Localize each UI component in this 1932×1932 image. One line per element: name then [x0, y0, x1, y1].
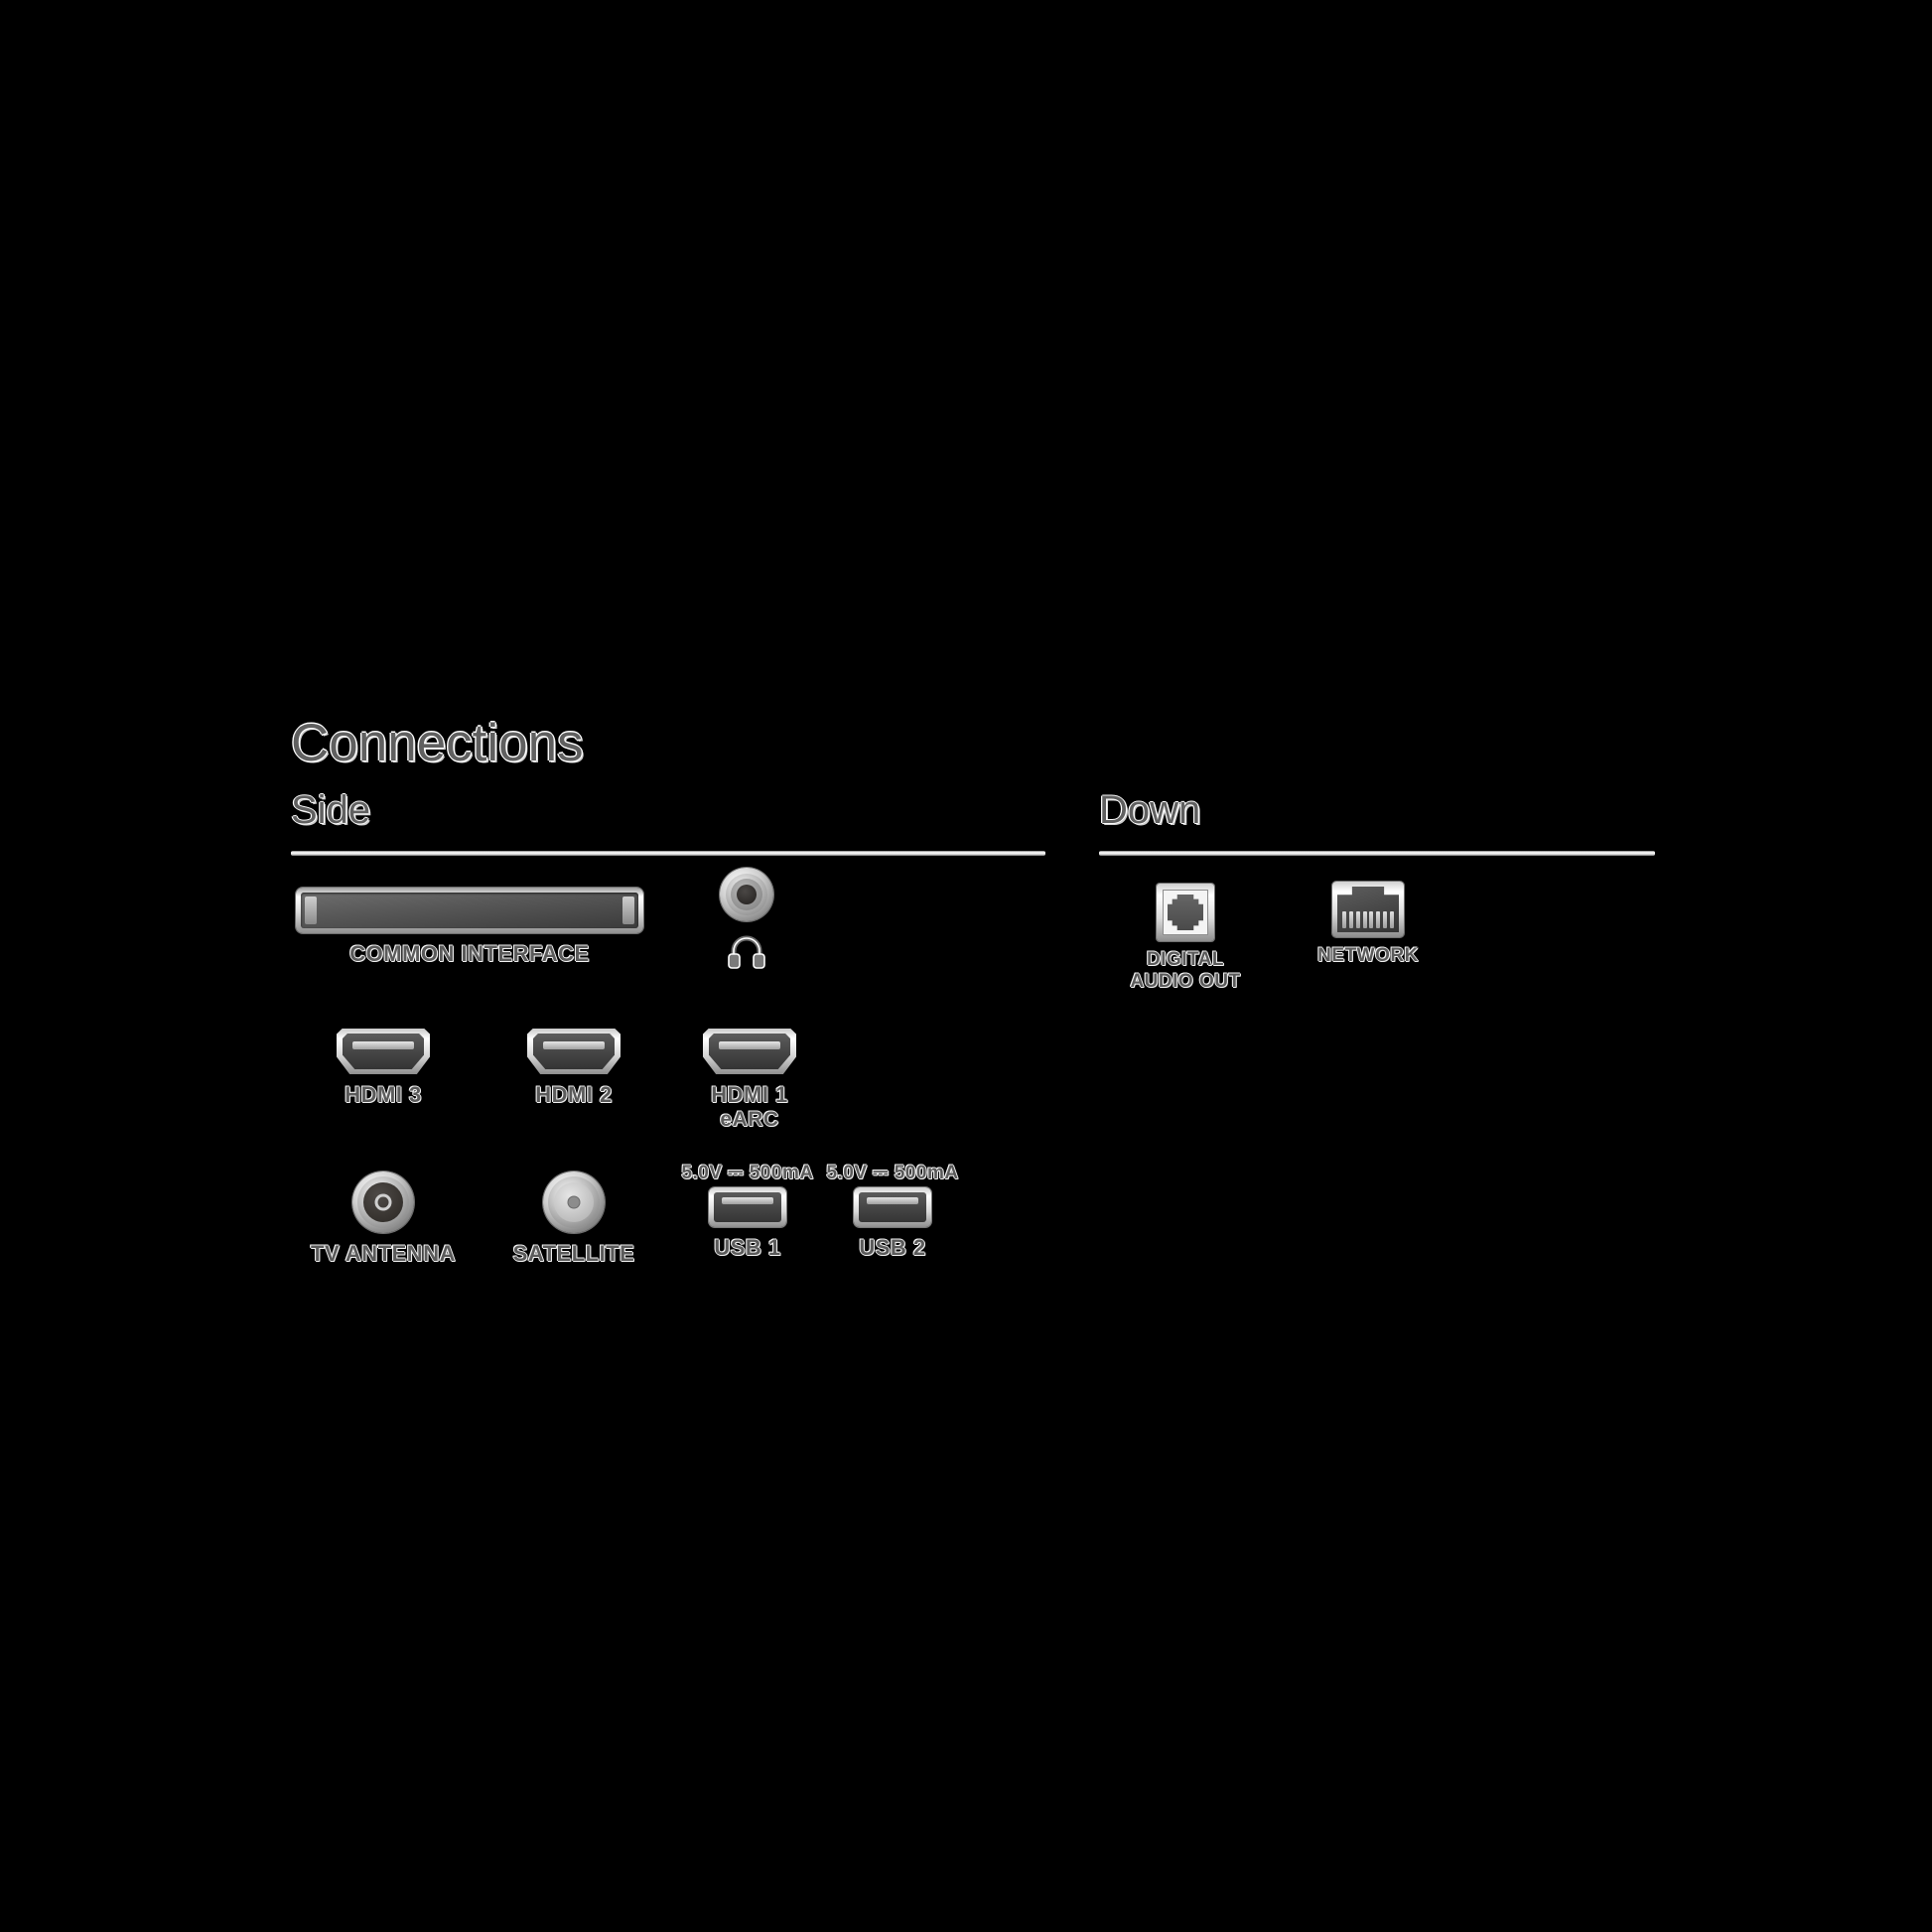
- port-usb-1[interactable]: 5.0V ⎓ 500mA USB 1: [658, 1164, 837, 1261]
- usb-port-icon: [854, 1187, 931, 1227]
- port-label-hdmi-2: HDMI 2: [535, 1082, 613, 1107]
- port-rating-usb-1: 5.0V ⎓ 500mA: [681, 1163, 814, 1183]
- down-port-grid: DIGITAL AUDIO OUT NETWORK: [1099, 882, 1655, 1080]
- coax-antenna-icon: [352, 1172, 414, 1233]
- ci-slot-icon: [296, 888, 643, 933]
- section-side-label: Side: [291, 788, 371, 832]
- port-label-digital-audio-out: DIGITAL: [1146, 949, 1225, 970]
- usb-port-icon: [709, 1187, 786, 1227]
- section-side-rule: [291, 851, 1045, 856]
- port-label-hdmi-3: HDMI 3: [345, 1082, 422, 1107]
- port-sublabel-hdmi-1-earc: eARC: [720, 1107, 779, 1131]
- coax-satellite-icon: [543, 1172, 605, 1233]
- port-hdmi-3[interactable]: HDMI 3: [284, 1029, 483, 1108]
- port-label-usb-2: USB 2: [859, 1235, 926, 1260]
- hdmi-port-icon: [337, 1029, 430, 1074]
- section-side-header: Side: [291, 788, 1045, 856]
- section-down-header: Down: [1099, 788, 1655, 856]
- port-hdmi-1[interactable]: HDMI 1 eARC: [650, 1029, 849, 1132]
- port-hdmi-2[interactable]: HDMI 2: [475, 1029, 673, 1108]
- port-usb-2[interactable]: 5.0V ⎓ 500mA USB 2: [803, 1164, 982, 1261]
- port-label-hdmi-1: HDMI 1: [711, 1082, 788, 1107]
- port-label-network: NETWORK: [1317, 945, 1419, 966]
- section-down: Down DIGITAL AUDIO OUT: [1099, 788, 1655, 1080]
- headphones-icon: [728, 935, 765, 969]
- section-side: Side COMMON INTERFACE: [291, 788, 1045, 1299]
- ci-slot-tab-left: [305, 897, 317, 924]
- port-digital-audio-out[interactable]: DIGITAL AUDIO OUT: [1091, 884, 1280, 993]
- port-label-satellite: SATELLITE: [512, 1241, 635, 1266]
- port-sublabel-audio-out: AUDIO OUT: [1130, 971, 1241, 993]
- side-port-grid: COMMON INTERFACE: [291, 868, 1045, 1299]
- port-tv-antenna[interactable]: TV ANTENNA: [284, 1172, 483, 1267]
- headphone-jack-icon: [720, 868, 773, 921]
- port-rating-usb-2: 5.0V ⎓ 500mA: [826, 1163, 959, 1183]
- port-label-common-interface: COMMON INTERFACE: [349, 941, 590, 966]
- hdmi-port-icon: [527, 1029, 621, 1074]
- hdmi-port-icon: [703, 1029, 796, 1074]
- port-headphone[interactable]: [692, 868, 801, 970]
- page-title: Connections: [291, 714, 584, 772]
- section-down-rule: [1099, 851, 1655, 856]
- rj45-network-icon: [1332, 882, 1404, 937]
- section-down-label: Down: [1099, 788, 1201, 832]
- port-network[interactable]: NETWORK: [1274, 882, 1462, 967]
- optical-toslink-icon: [1157, 884, 1214, 941]
- port-satellite[interactable]: SATELLITE: [475, 1172, 673, 1267]
- port-label-usb-1: USB 1: [714, 1235, 781, 1260]
- ci-slot-tab-right: [622, 897, 634, 924]
- port-label-tv-antenna: TV ANTENNA: [311, 1241, 456, 1266]
- port-common-interface[interactable]: COMMON INTERFACE: [291, 888, 648, 967]
